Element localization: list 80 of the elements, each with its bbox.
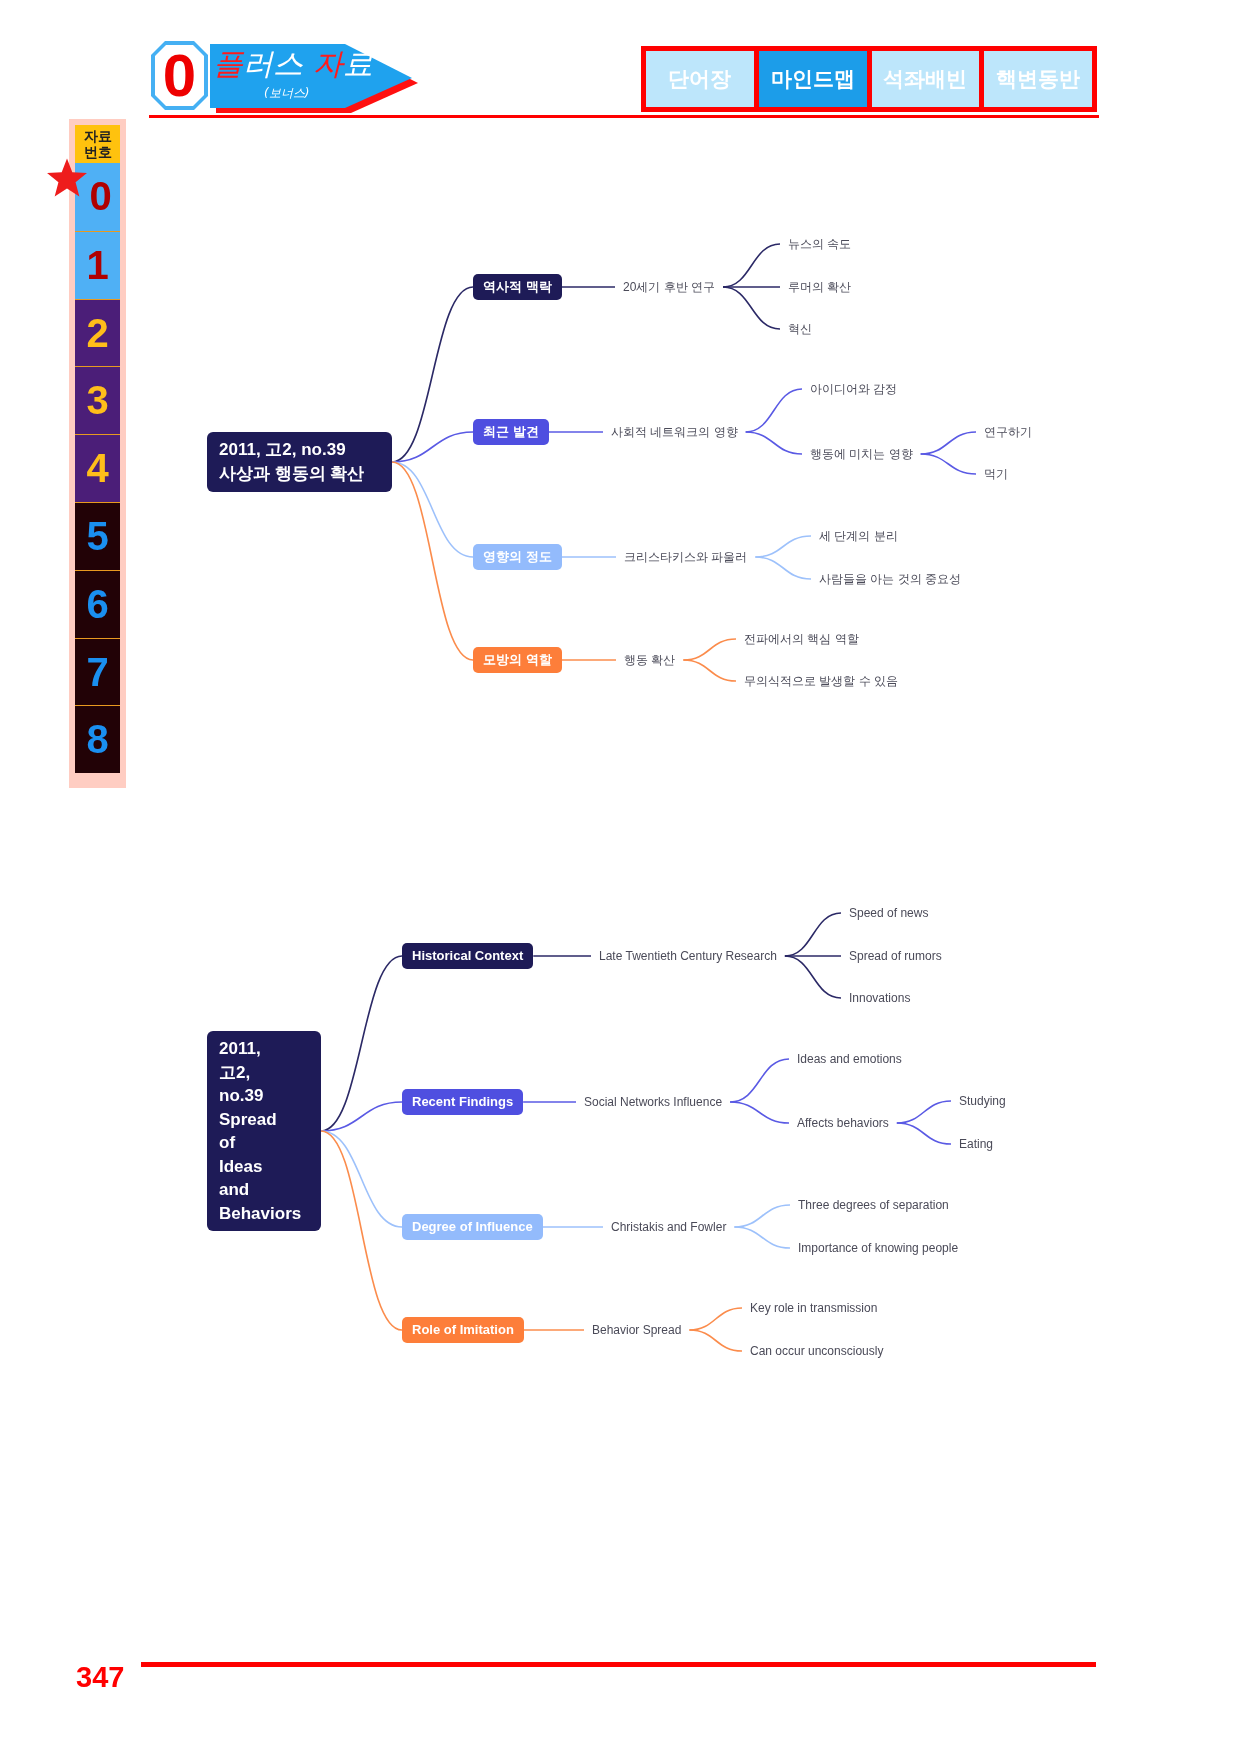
subtopic-text: Social Networks Influence [576,1092,731,1112]
index-tab: 4 [75,434,120,502]
sidebar-header: 자료 번호 [75,125,120,163]
index-tab: 7 [75,637,120,706]
leaf-text: 전파에서의 핵심 역할 [736,629,867,649]
leaf-text: Can occur unconsciously [742,1341,892,1361]
leaf-text: Speed of news [841,903,937,923]
index-tab: 2 [75,298,120,367]
topic-box: 2011, 고2, no.39 Spread of Ideas and Behaviors [207,1031,321,1231]
connector-line [682,659,737,682]
branch-box: 영향의 정도 [473,544,562,570]
subtopic-text: 행동 확산 [616,650,684,670]
connector-line [391,461,474,558]
branch-box: 역사적 맥락 [473,274,562,300]
connector-line [547,431,604,433]
branch-box: 모방의 역할 [473,647,562,673]
connector-line [733,1226,791,1249]
index-tab: 8 [75,705,120,774]
branch-box: Recent Findings [402,1089,524,1115]
subtopic-text: 사회적 네트워크의 영향 [603,422,746,442]
connector-line [523,1329,585,1331]
connector-line [919,453,977,475]
connector-line [541,1226,604,1228]
leaf-text: 먹기 [976,464,1016,484]
index-tab: 1 [75,230,120,299]
connector-line [560,286,616,288]
connector-line [560,659,617,661]
leaf-text: Eating [951,1134,1002,1154]
index-tab: 6 [75,569,120,638]
leaf-text: 혁신 [780,319,820,339]
connector-line [896,1122,952,1145]
branch-box: Degree of Influence [402,1214,543,1240]
connector-line [560,556,617,558]
leaf-text: Key role in transmission [742,1298,886,1318]
index-tab: 5 [75,502,120,570]
index-tab: 3 [75,366,120,435]
branch-box: 최근 발견 [473,419,549,445]
page-number: 347 [76,1661,125,1693]
connector-line [722,286,781,330]
connector-line [744,431,803,455]
tab: 핵변동반 [984,51,1092,107]
leaf-text: Ideas and emotions [789,1049,910,1069]
leaf-text: 뉴스의 속도 [780,234,860,254]
leaf-text: 연구하기 [976,422,1040,442]
section-number: 0 [162,48,197,104]
tab: 마인드맵 [758,51,867,107]
subtopic-text: 크리스타키스와 파울러 [616,547,756,567]
leaf-text: 아이디어와 감정 [802,379,906,399]
subtopic-text: Christakis and Fowler [603,1217,735,1237]
leaf-text: 무의식적으로 발생할 수 있음 [736,671,906,691]
connector-line [688,1329,743,1352]
index-tab: 0 [75,163,120,231]
connector-line [522,1101,577,1103]
subtopic-text: Late Twentieth Century Research [591,946,785,966]
leaf-text: Studying [951,1091,1014,1111]
subtopic-text: 20세기 후반 연구 [615,277,723,297]
leaf-text: Three degrees of separation [790,1195,957,1215]
leaf-text: Spread of rumors [841,946,950,966]
connector-line [391,461,474,661]
leaf-text: Innovations [841,988,919,1008]
branch-box: Role of Imitation [402,1317,524,1343]
leaf-text: 행동에 미치는 영향 [802,444,921,464]
leaf-text: Importance of knowing people [790,1238,967,1258]
leaf-text: 세 단계의 분리 [811,526,906,546]
topic-box: 2011, 고2, no.39 사상과 행동의 확산 [207,432,392,492]
banner-subtitle: (보너스) [264,86,310,101]
subtopic-text: Behavior Spread [584,1320,690,1340]
leaf-text: 사람들을 아는 것의 중요성 [811,569,969,589]
connector-line [532,955,592,957]
connector-line [754,556,812,580]
connector-line [320,1130,403,1331]
leaf-text: 루머의 확산 [780,277,860,297]
branch-box: Historical Context [402,943,534,969]
banner-title: 플러스 자료 [213,46,373,82]
tab: 석좌배빈 [871,51,980,107]
leaf-text: Affects behaviors [789,1113,897,1133]
tab: 단어장 [646,51,754,107]
connector-line [729,1101,790,1124]
connector-line [784,955,842,999]
connector-line [320,1130,403,1228]
